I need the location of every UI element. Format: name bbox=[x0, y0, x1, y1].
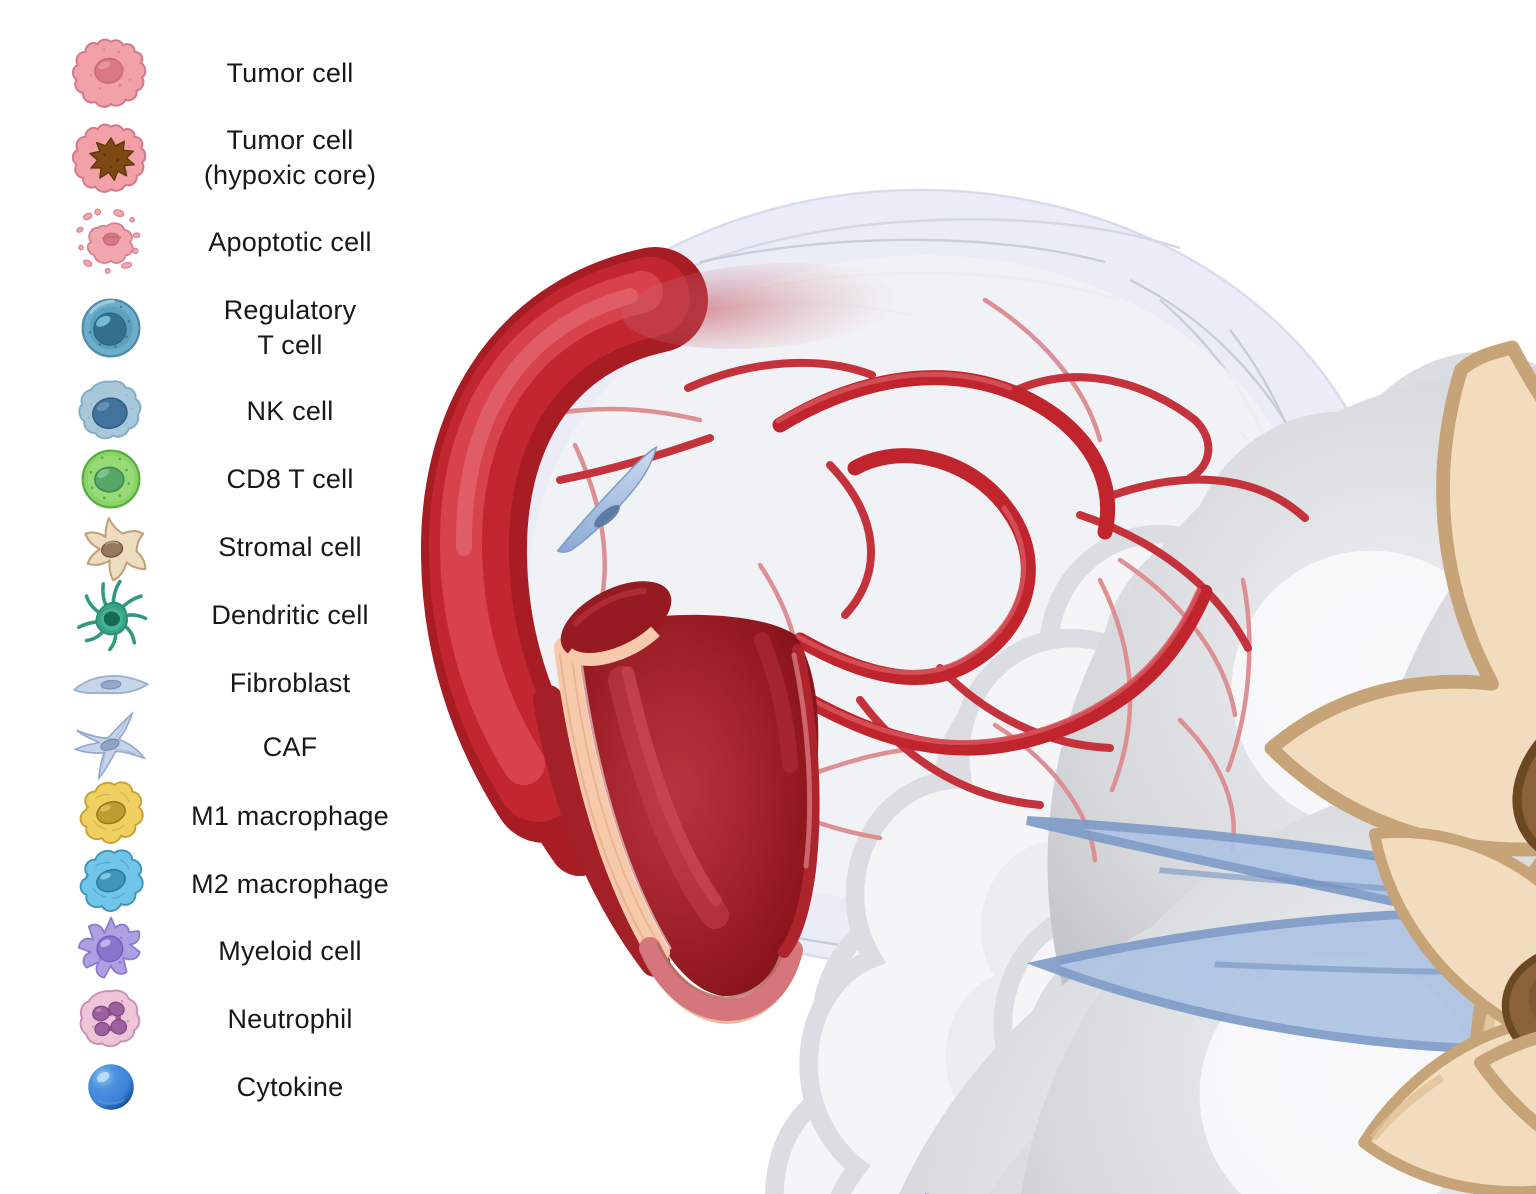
collar-gloss bbox=[571, 588, 647, 628]
vessel-cross-section bbox=[533, 581, 820, 1025]
stromal-cell-icon bbox=[70, 506, 152, 588]
main-blood-vessel bbox=[420, 247, 708, 876]
tube-right-sheen bbox=[791, 652, 813, 869]
tube-exterior-right bbox=[778, 644, 820, 958]
legend-item-label: Tumor cell bbox=[226, 57, 354, 88]
nk-cell-icon bbox=[70, 370, 152, 452]
myeloid-cell-icon bbox=[70, 910, 152, 992]
m2-macrophage-icon bbox=[70, 843, 152, 925]
tumor-cell-icon bbox=[70, 32, 152, 114]
legend-item-nk-cell: NK cell bbox=[38, 366, 428, 456]
fibroblast-icon bbox=[70, 642, 152, 724]
cytokine-icon bbox=[70, 1046, 152, 1128]
lumen-highlight bbox=[608, 666, 729, 929]
legend-item-stromal-cell: Stromal cell bbox=[38, 502, 428, 592]
multilobed-nucleus bbox=[92, 1001, 128, 1037]
legend-item-myeloid-cell: Myeloid cell bbox=[38, 906, 428, 996]
regulatory-t-cell-icon bbox=[70, 287, 152, 369]
legend-item-tumor-cell: Tumor cell bbox=[38, 28, 428, 118]
lumen-sheen-right bbox=[754, 632, 798, 773]
vessel-fade-haze bbox=[622, 262, 902, 350]
tumor-cell-hypoxic-icon bbox=[70, 117, 152, 199]
collar-wall-rim bbox=[563, 626, 660, 666]
legend-item-label: CAF bbox=[262, 731, 318, 762]
legend-item-label: CD8 T cell bbox=[226, 463, 354, 494]
legend-item-fibroblast: Fibroblast bbox=[38, 638, 428, 728]
thick-capillaries bbox=[772, 370, 1213, 756]
legend-item-label: Dendritic cell bbox=[211, 599, 369, 630]
legend-item-dendritic-cell: Dendritic cell bbox=[38, 570, 428, 660]
legend-item-tumor-cell-hypoxic: Tumor cell (hypoxic core) bbox=[38, 113, 428, 203]
legend-item-label: Regulatory T cell bbox=[223, 295, 357, 360]
legend-item-label: Apoptotic cell bbox=[208, 226, 372, 257]
legend-item-cytokine: Cytokine bbox=[38, 1042, 428, 1132]
tip-wall-inner-line bbox=[656, 942, 786, 1000]
caf-icon bbox=[70, 706, 152, 788]
wall-outer-layer bbox=[554, 636, 670, 964]
fibroblast-cell bbox=[556, 445, 658, 553]
legend-item-label: NK cell bbox=[246, 395, 334, 426]
legend-item-label: Fibroblast bbox=[229, 667, 351, 698]
legend-item-label: Neutrophil bbox=[227, 1003, 353, 1034]
legend-item-label: Stromal cell bbox=[218, 531, 362, 562]
wall-striation-1 bbox=[559, 654, 651, 951]
wall-inner-edge bbox=[577, 644, 672, 950]
dendritic-cell-icon bbox=[70, 574, 152, 656]
apoptotic-cell-icon bbox=[70, 201, 152, 283]
m1-macrophage-icon bbox=[70, 775, 152, 857]
legend-item-neutrophil: Neutrophil bbox=[38, 974, 428, 1064]
tip-wall-band bbox=[639, 937, 803, 1022]
fibroblast-nucleus bbox=[594, 505, 620, 528]
legend-item-label: Cytokine bbox=[236, 1071, 344, 1102]
legend-item-label: Tumor cell (hypoxic core) bbox=[203, 125, 377, 190]
legend-item-label: M1 macrophage bbox=[191, 800, 389, 831]
legend-item-apoptotic-cell: Apoptotic cell bbox=[38, 197, 428, 287]
fibroblast-body bbox=[556, 445, 658, 553]
wall-striation-2 bbox=[570, 649, 661, 947]
legend-item-regulatory-t-cell: Regulatory T cell bbox=[38, 283, 428, 373]
legend-item-label: M2 macrophage bbox=[191, 868, 389, 899]
legend: Tumor cell Tumor cell (hypoxic core) bbox=[0, 0, 430, 1194]
vessel-core-sheen bbox=[455, 288, 638, 556]
cd8-t-cell-icon bbox=[70, 438, 152, 520]
legend-item-m2-macrophage: M2 macrophage bbox=[38, 839, 428, 929]
legend-item-m1-macrophage: M1 macrophage bbox=[38, 771, 428, 861]
legend-item-label: Myeloid cell bbox=[218, 935, 362, 966]
lumen-highlight-core bbox=[622, 666, 722, 906]
neutrophil-icon bbox=[70, 978, 152, 1060]
legend-item-cd8-t-cell: CD8 T cell bbox=[38, 434, 428, 524]
legend-item-caf: CAF bbox=[38, 702, 428, 792]
cut-collar bbox=[560, 581, 672, 666]
